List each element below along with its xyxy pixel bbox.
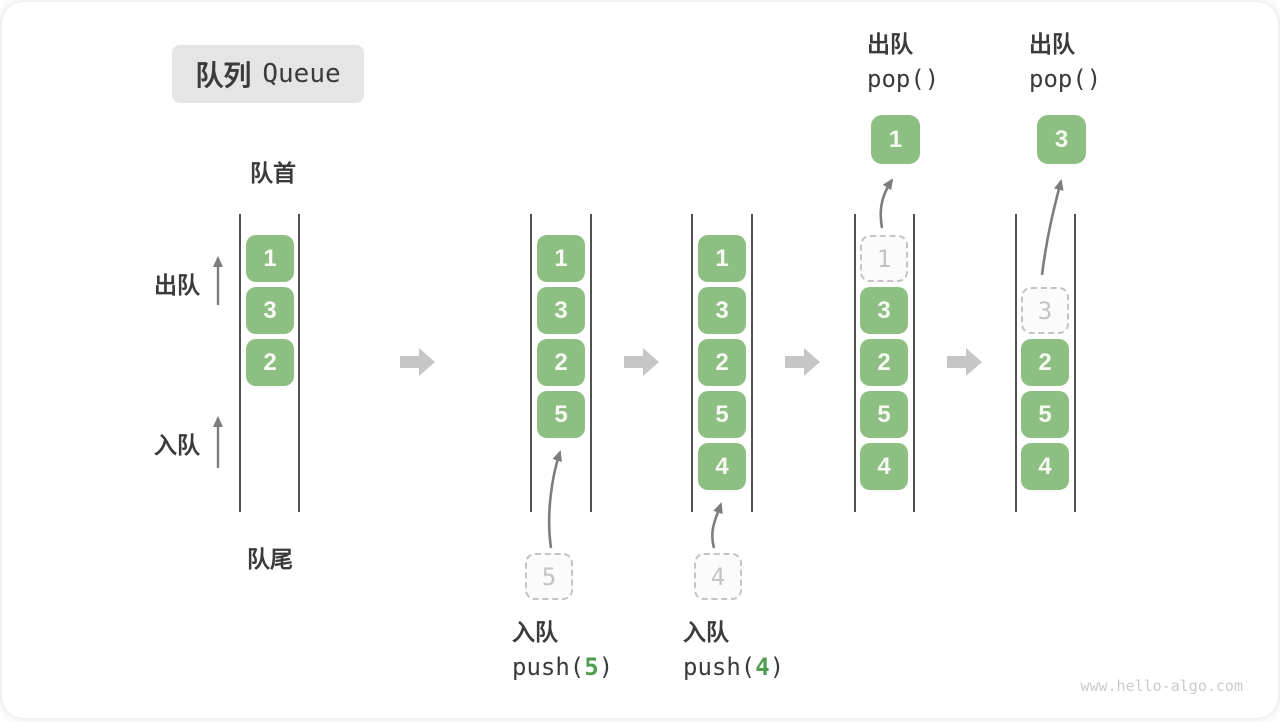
queue-item: 2 [698,339,746,386]
popped-item: 1 [871,115,920,164]
queue-item: 3 [698,287,746,334]
queue-item: 3 [860,287,908,334]
queue-item: 5 [1021,391,1069,438]
state-transition-arrow-3 [785,348,820,376]
push5-arrow [547,450,562,549]
push5-label: 入队 [512,619,558,645]
push4-code: push(4) [683,653,785,681]
label-dequeue-side: 出队 [154,272,200,298]
queue-item: 2 [246,339,294,386]
queue-item: 3 [537,287,585,334]
queue-wall [691,214,693,512]
state-transition-arrow-1 [400,348,435,376]
incoming-item-ghost: 5 [525,553,573,600]
push4-arrow [710,502,723,549]
label-enqueue-side: 入队 [154,432,200,458]
pop3-arrow [1040,179,1064,276]
title-chip: 队列 Queue [172,45,364,103]
title-zh: 队列 [195,60,252,91]
queue-wall [751,214,753,512]
queue-wall [854,214,856,512]
queue-item: 5 [860,391,908,438]
pop1-caption: 出队 pop() [867,31,940,93]
incoming-item-ghost: 4 [694,553,742,600]
queue-wall [239,214,241,512]
queue-item: 5 [537,391,585,438]
pop1-arrow [879,178,894,229]
push5-code: push(5) [512,653,614,681]
state-transition-arrow-2 [624,348,659,376]
pop1-label: 出队 [867,31,913,57]
queue-wall [913,214,915,512]
queue-wall [530,214,532,512]
push4-arg: 4 [755,653,770,681]
pop3-caption: 出队 pop() [1029,31,1102,93]
queue-item: 3 [246,287,294,334]
queue-item: 2 [537,339,585,386]
pop1-code: pop() [867,65,940,93]
queue-item: 5 [698,391,746,438]
push5-caption: 入队 push(5) [512,619,614,681]
watermark: www.hello-algo.com [1080,677,1243,695]
queue-item: 4 [860,443,908,490]
pop3-code: pop() [1029,65,1102,93]
queue-wall [1015,214,1017,512]
push4-caption: 入队 push(4) [683,619,785,681]
removed-item-ghost: 1 [860,235,908,282]
queue-item: 2 [860,339,908,386]
label-queue-rear: 队尾 [247,546,293,572]
queue-item: 4 [1021,443,1069,490]
queue-wall [1074,214,1076,512]
state-transition-arrow-4 [947,348,982,376]
popped-item: 3 [1037,115,1086,164]
queue-item: 1 [246,235,294,282]
pop3-label: 出队 [1029,31,1075,57]
queue-item: 1 [537,235,585,282]
queue-wall [298,214,300,512]
title-en: Queue [262,59,341,89]
push5-arg: 5 [584,653,599,681]
queue-item: 4 [698,443,746,490]
removed-item-ghost: 3 [1021,287,1069,334]
queue-item: 2 [1021,339,1069,386]
push4-label: 入队 [683,619,729,645]
queue-wall [590,214,592,512]
queue-item: 1 [698,235,746,282]
label-queue-front: 队首 [250,160,296,186]
